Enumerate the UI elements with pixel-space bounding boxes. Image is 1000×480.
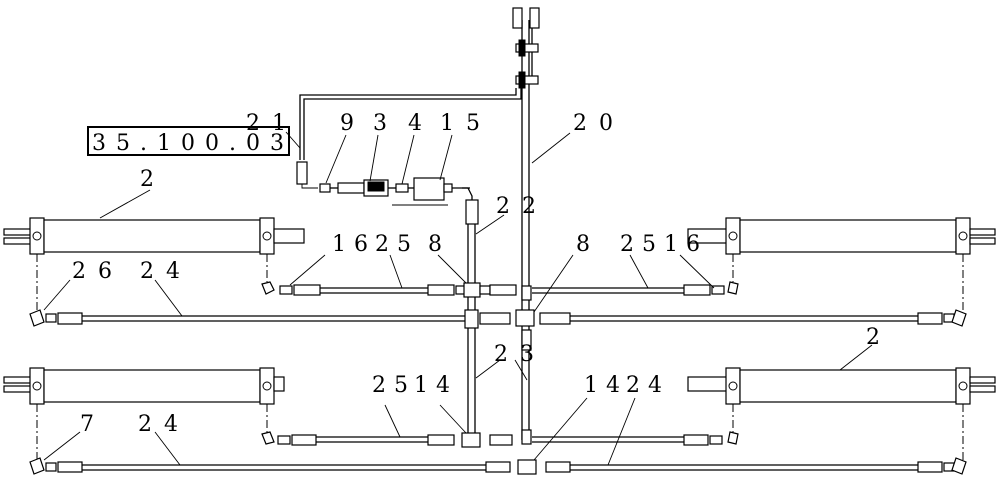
leader-lines [43,131,873,466]
valve-assembly [319,177,479,225]
label-25-upper-right: 25 [620,232,656,257]
hose-lower-short [261,431,739,448]
label-24-lower-left: 24 [138,412,178,437]
label-24-upper: 24 [140,259,180,284]
label-2-top-left: 2 [140,167,154,192]
label-2-right: 2 [866,325,880,350]
label-14-right: 14 [584,373,620,398]
label-16-left: 16 [332,232,368,257]
cylinder-top-left [3,217,305,310]
hose-upper-right [489,281,739,296]
label-22: 22 [496,194,536,219]
label-15: 15 [440,111,480,136]
hose-upper-long [29,309,967,327]
cylinder-bottom-right [687,367,996,460]
hose-21 [296,88,522,189]
hose-lower-long [29,457,967,475]
label-8-left: 8 [428,232,442,257]
part-labels: 21 9 3 4 15 20 2 22 16 25 8 8 25 16 26 2… [72,111,880,437]
label-24-lower-right: 24 [626,373,662,398]
label-25-upper-left: 25 [375,232,411,257]
reference-number: 35.100.03 [92,131,284,156]
reference-box: 35.100.03 [87,126,290,156]
cylinder-top-right [687,217,996,310]
line-22-23 [464,224,532,437]
label-3: 3 [373,111,387,136]
label-14-center: 14 [414,373,450,398]
cylinder-bottom-left [3,367,285,460]
label-16-right: 16 [664,232,700,257]
label-20: 20 [573,111,613,136]
label-9: 9 [340,111,354,136]
label-4: 4 [408,111,422,136]
main-supply-line [512,7,540,445]
label-7: 7 [80,412,94,437]
hose-upper-left [261,281,491,298]
label-23: 23 [494,342,534,367]
label-8-right: 8 [576,232,590,257]
label-26: 26 [72,259,112,284]
label-25-lower: 25 [372,373,408,398]
